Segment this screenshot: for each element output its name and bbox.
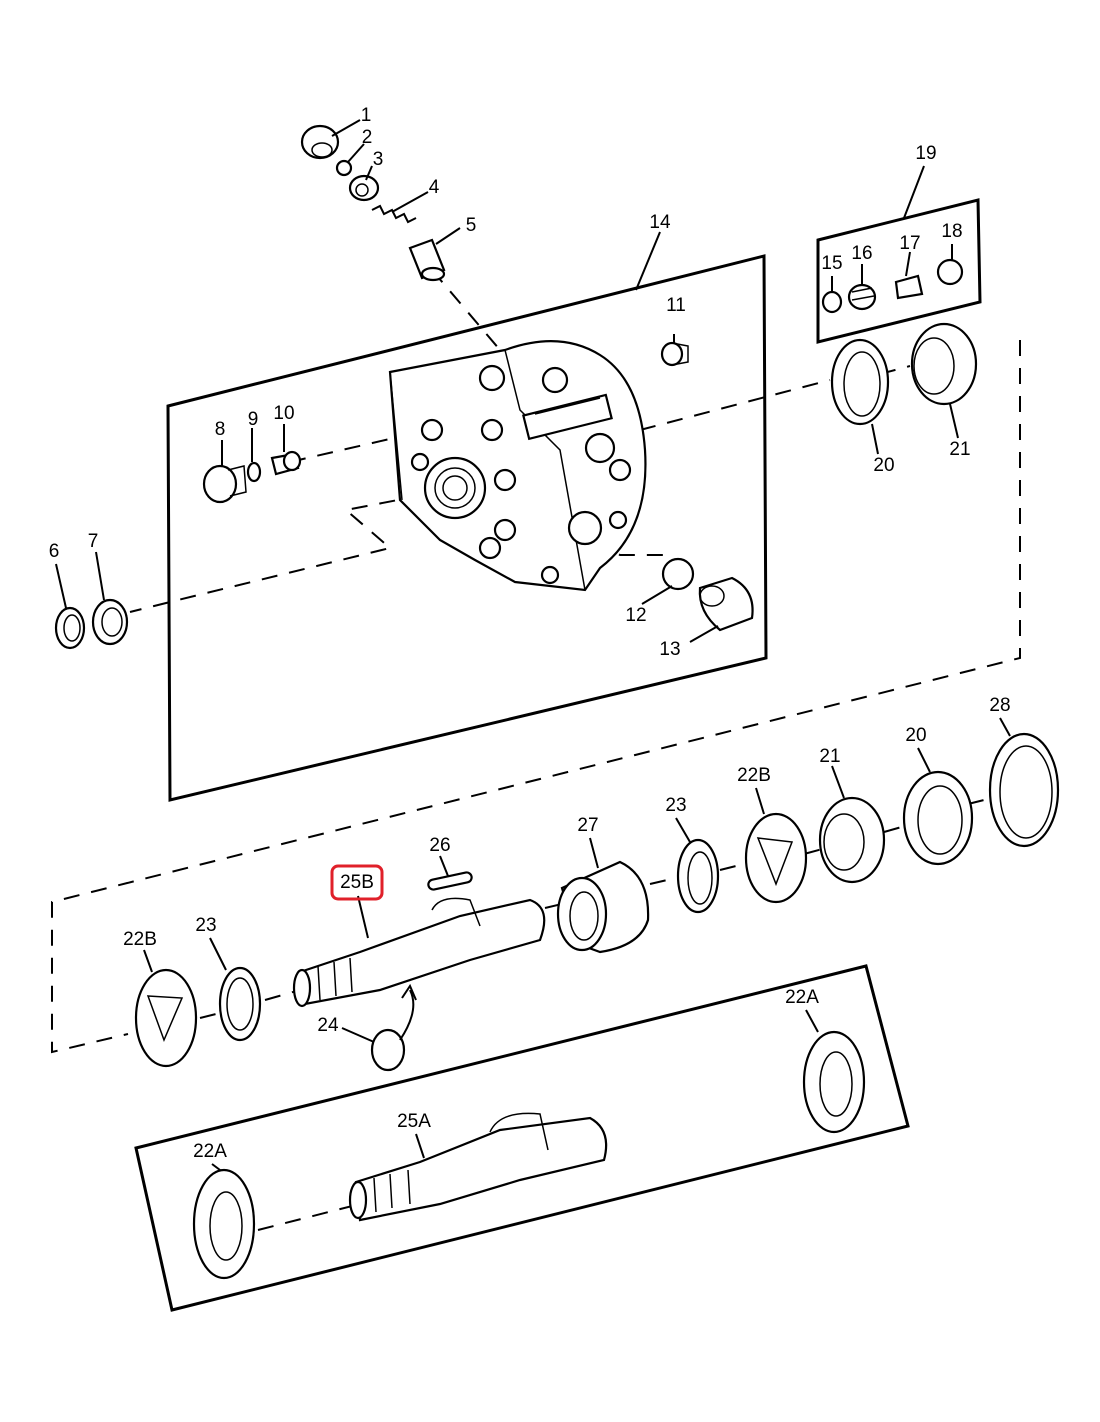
- lower-shaft-assembly: [134, 732, 1060, 1072]
- callout-21-upper: 21: [949, 439, 970, 460]
- callout-23-left: 23: [195, 915, 216, 936]
- shaft-25a-frame: [134, 964, 910, 1312]
- leader-lines: [55, 119, 1011, 1171]
- callout-20-upper: 20: [873, 455, 894, 476]
- callout-23-right: 23: [665, 795, 686, 816]
- callout-8: 8: [215, 419, 226, 440]
- upper-bearing-set: [830, 322, 978, 426]
- relief-valve-parts: [300, 124, 446, 282]
- highlight-box-25b: [330, 864, 384, 901]
- callout-14: 14: [649, 212, 671, 233]
- callout-5: 5: [466, 215, 477, 236]
- callout-13: 13: [659, 639, 680, 660]
- callout-22a-right: 22A: [785, 987, 819, 1008]
- callout-27: 27: [577, 815, 598, 836]
- callout-22b-left: 22B: [123, 929, 157, 950]
- callout-labels: 1 2 3 4 5 6 7 8 9 10 11 12 13 14 15 16 1…: [49, 105, 1011, 1162]
- callout-25b[interactable]: 25B: [340, 872, 374, 893]
- pump-body-housing: [388, 340, 647, 592]
- callout-2: 2: [362, 127, 373, 148]
- callout-3: 3: [373, 149, 384, 170]
- callout-18: 18: [941, 221, 962, 242]
- callout-7: 7: [88, 531, 99, 552]
- callout-24: 24: [317, 1015, 339, 1036]
- callout-22b-right: 22B: [737, 765, 771, 786]
- callout-11: 11: [666, 295, 686, 316]
- callout-1: 1: [361, 105, 372, 126]
- callout-6: 6: [49, 541, 60, 562]
- callout-22a-left: 22A: [193, 1141, 227, 1162]
- seal-kit-frame: [816, 198, 982, 344]
- callout-25a: 25A: [397, 1111, 431, 1132]
- pump-body-frame: [166, 254, 768, 802]
- callout-20-lower: 20: [905, 725, 926, 746]
- assembly-center-lines: [51, 269, 1021, 1231]
- callout-28: 28: [989, 695, 1010, 716]
- callout-19: 19: [915, 143, 936, 164]
- shaft-25a-assembly: [192, 1030, 866, 1280]
- body-side-parts: [54, 341, 754, 650]
- callout-21-lower: 21: [819, 746, 840, 767]
- callout-16: 16: [851, 243, 872, 264]
- callout-26: 26: [429, 835, 450, 856]
- callout-4: 4: [429, 177, 440, 198]
- callout-12: 12: [625, 605, 646, 626]
- callout-10: 10: [273, 403, 294, 424]
- callout-9: 9: [248, 409, 259, 430]
- seal-kit-parts: [821, 258, 964, 314]
- callout-15: 15: [821, 253, 842, 274]
- callout-17: 17: [899, 233, 920, 254]
